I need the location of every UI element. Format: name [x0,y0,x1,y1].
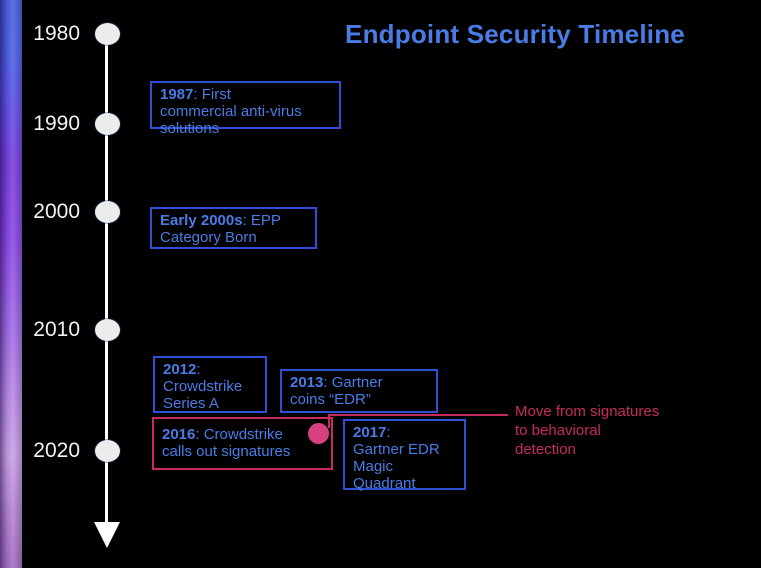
timeline-line [105,33,108,525]
event-box-2016: 2016: Crowdstrike calls out signatures [152,417,333,470]
event-text: : Gartner EDR Magic Quadrant [353,424,440,492]
year-label-1980: 1980 [33,22,80,45]
timeline-node-1980 [95,23,120,45]
year-label-2020: 2020 [33,439,80,462]
annotation-connector-elbow [328,414,330,428]
event-box-1987: 1987: First commercial anti-virus soluti… [150,81,341,137]
event-text: : Gartner coins “EDR” [290,374,383,408]
page-title: Endpoint Security Timeline [345,19,685,49]
gradient-strip [0,0,22,568]
event-text: : EPP Category Born [160,212,281,246]
timeline-node-2000 [95,201,120,223]
annotation-text: Move from signatures to behavioral detec… [515,403,660,458]
event-year: 1987 [160,86,194,103]
annotation-connector-line [330,414,508,416]
event-text: : First commercial anti-virus solutions [160,86,302,137]
milestone-dot-icon [308,423,329,444]
event-year: 2017 [353,424,387,441]
event-text: : Crowdstrike calls out signatures [162,426,291,460]
timeline-node-1990 [95,113,120,135]
timeline-node-2020 [95,440,120,462]
year-label-2010: 2010 [33,318,80,341]
event-text: : Crowdstrike Series A [163,361,243,412]
event-box-2017: 2017: Gartner EDR Magic Quadrant [343,419,466,492]
event-box-early-2000s: Early 2000s: EPP Category Born [150,207,317,249]
event-year: Early 2000s [160,212,243,229]
year-label-2000: 2000 [33,200,80,223]
timeline-node-2010 [95,319,120,341]
event-year: 2016 [162,426,196,443]
year-label-1990: 1990 [33,112,80,135]
event-year: 2012 [163,361,197,378]
arrow-down-icon [94,522,120,548]
event-box-2012: 2012: Crowdstrike Series A [153,356,267,413]
event-year: 2013 [290,374,324,391]
event-box-2013: 2013: Gartner coins “EDR” [280,369,438,413]
